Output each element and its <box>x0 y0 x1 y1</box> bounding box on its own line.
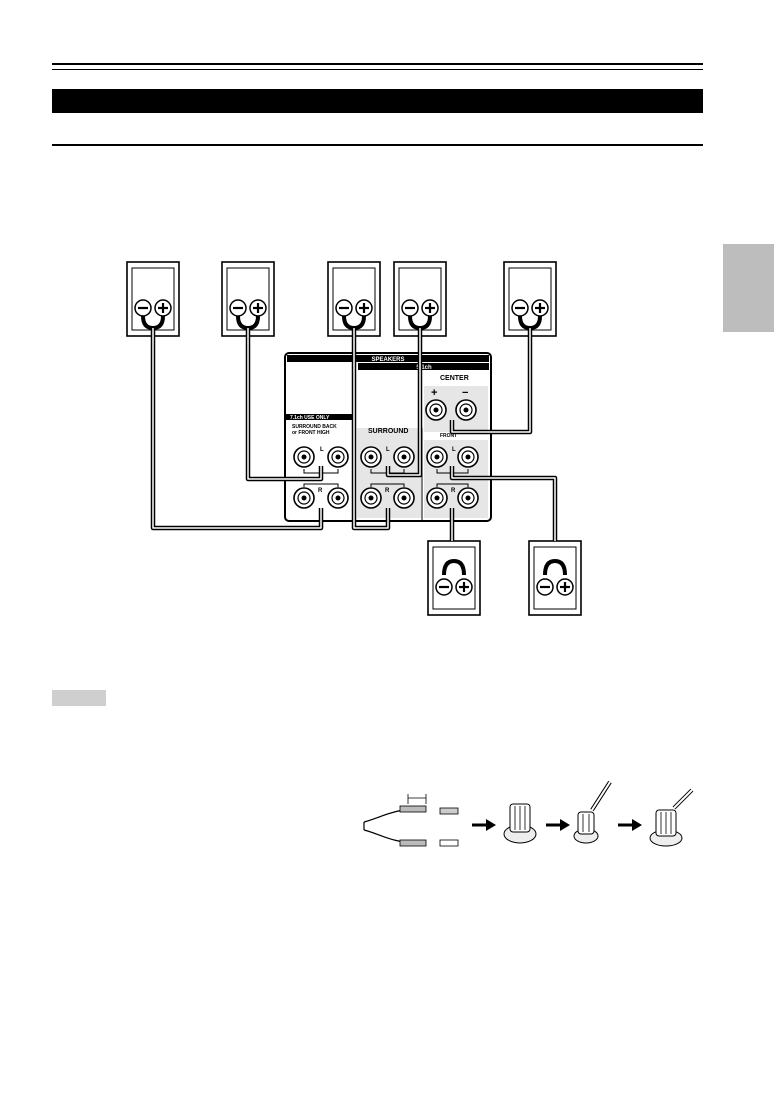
panel-front-right-mark: R <box>451 488 456 494</box>
panel-sb-right-mark: R <box>318 488 323 494</box>
panel-sb-left-mark: L <box>320 447 324 453</box>
speaker-surround-left <box>327 261 381 337</box>
speaker-center <box>503 261 557 337</box>
panel-front-high-label: or FRONT HIGH <box>292 430 330 436</box>
speaker-front-left <box>221 261 275 337</box>
panel-surround-back-label: SURROUND BACK <box>292 424 337 430</box>
panel-center-label: CENTER <box>440 375 469 382</box>
speaker-surround-right <box>393 261 447 337</box>
top-rule-thin <box>52 69 703 70</box>
stripped-wire-icon <box>363 794 459 847</box>
svg-text:−: − <box>462 387 468 399</box>
speaker-cables <box>150 328 558 541</box>
panel-51ch-label: 5.1ch <box>416 365 432 371</box>
tightened-post-icon <box>649 788 694 847</box>
binding-post-icon <box>503 803 537 844</box>
subsection-rule <box>52 144 703 146</box>
top-rule-thick <box>52 63 703 65</box>
panel-surround-right-mark: R <box>385 488 390 494</box>
section-title-bar <box>52 89 703 113</box>
panel-front-label: FRONT <box>440 433 457 439</box>
notes-badge <box>52 690 106 706</box>
speaker-surround-back <box>126 261 180 337</box>
speaker-surround-back-right <box>528 540 582 616</box>
arrow-right-icon <box>472 819 496 831</box>
chapter-side-tab <box>723 244 774 332</box>
arrow-right-icon <box>618 819 642 831</box>
panel-surround-left-mark: L <box>386 447 390 453</box>
panel-71ch-only-label: 7.1ch USE ONLY <box>290 415 330 421</box>
arrow-right-icon <box>546 819 570 831</box>
panel-front-left-mark: L <box>452 447 456 453</box>
speaker-front-right <box>427 540 481 616</box>
panel-header-label: SPEAKERS <box>371 357 404 363</box>
panel-surround-label: SURROUND <box>368 428 408 435</box>
wire-insert-icon <box>573 780 612 844</box>
wiring-steps-illustration <box>363 780 694 847</box>
svg-text:+: + <box>431 387 437 399</box>
